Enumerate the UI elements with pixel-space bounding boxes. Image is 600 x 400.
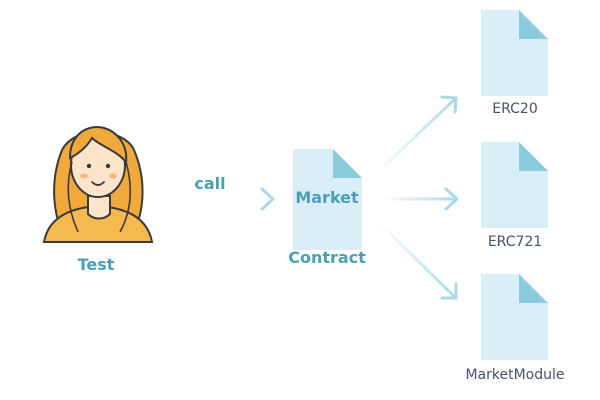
arrow-to-erc20: [376, 95, 458, 174]
woman-avatar-icon: [42, 126, 154, 243]
call-arrow: [166, 187, 275, 211]
erc721-document-icon: [481, 142, 548, 228]
actor-label: Test: [77, 255, 115, 274]
erc20-document-icon: [481, 10, 548, 96]
marketmodule-label: MarketModule: [465, 367, 565, 383]
erc20-label: ERC20: [492, 101, 538, 117]
marketmodule-document-icon: [481, 274, 548, 360]
arrow-to-erc721: [378, 187, 459, 211]
arrow-to-marketmodule: [376, 220, 458, 300]
call-label: call: [194, 174, 226, 193]
market-contract-document-icon: [293, 149, 362, 250]
market-label: Market: [295, 188, 359, 207]
contract-label: Contract: [288, 248, 366, 267]
erc721-label: ERC721: [487, 234, 543, 250]
